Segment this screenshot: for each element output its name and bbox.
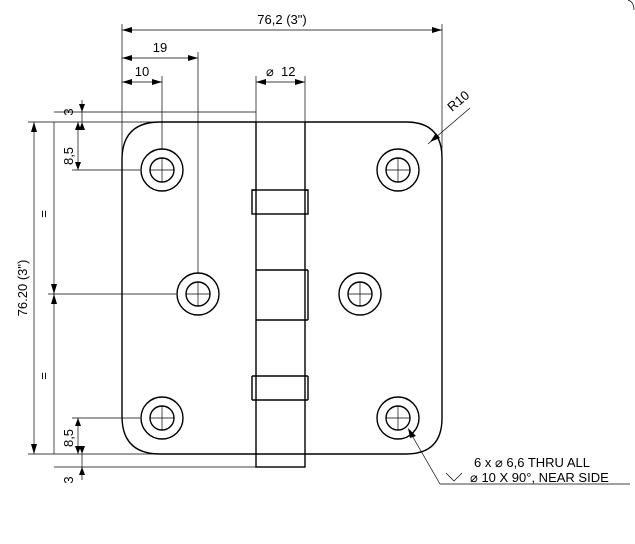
corner-fragment — [627, 0, 635, 11]
right-leaf-outline — [305, 121, 443, 455]
dim-19-label: 19 — [153, 40, 167, 55]
hole-callout: 6 x ⌀ 6,6 THRU ALL ⌀ 10 X 90°, NEAR SIDE — [408, 428, 630, 485]
equal-top-label: = — [36, 210, 51, 218]
hole-middle-right — [338, 272, 382, 316]
hole-bottom-right — [376, 396, 420, 440]
countersink-icon — [445, 472, 463, 482]
hinge-barrel — [255, 121, 306, 468]
dim-10-label: 10 — [135, 64, 149, 79]
overall-width-label: 76,2 (3") — [257, 12, 306, 27]
bottom-margin-dimension: 3 — [61, 446, 85, 484]
left-dimension-extensions — [28, 111, 256, 468]
pin-diameter-dimension: ⌀ 12 — [255, 64, 306, 122]
hole-top-left — [140, 148, 184, 192]
overall-height-dimension: 76.20 (3") — [15, 122, 37, 454]
bottom-offset-label: 8,5 — [61, 429, 76, 447]
corner-radius-label: R10 — [444, 87, 472, 114]
equal-spacing-dimension: = = — [36, 122, 57, 454]
hinge-part — [121, 121, 443, 468]
overall-width-dimension: 76,2 (3") — [121, 12, 443, 160]
bottom-margin-label: 3 — [61, 476, 76, 483]
top-offset-label: 8,5 — [61, 147, 76, 165]
diameter-symbol: ⌀ — [266, 64, 274, 79]
mounting-holes — [140, 148, 420, 440]
dim-10: 10 — [122, 64, 163, 150]
hole-middle-left — [176, 272, 220, 316]
top-margin-dimension: 3 — [61, 100, 85, 130]
equal-bottom-label: = — [36, 372, 51, 380]
hole-top-right — [376, 148, 420, 192]
hole-bottom-left — [140, 396, 184, 440]
dim-19: 19 — [122, 40, 199, 274]
bottom-offset-dimension: 8,5 — [61, 418, 81, 454]
top-offset-dimension: 8,5 — [61, 122, 81, 170]
hole-callout-line2: ⌀ 10 X 90°, NEAR SIDE — [470, 470, 609, 485]
pin-diameter-label: 12 — [281, 64, 295, 79]
hole-callout-line1: 6 x ⌀ 6,6 THRU ALL — [474, 455, 590, 470]
left-leaf-outline — [121, 121, 256, 455]
corner-radius-callout: R10 — [427, 87, 472, 145]
knuckle-segments — [251, 189, 309, 401]
top-margin-label: 3 — [61, 108, 76, 115]
overall-height-label: 76.20 (3") — [15, 260, 30, 317]
